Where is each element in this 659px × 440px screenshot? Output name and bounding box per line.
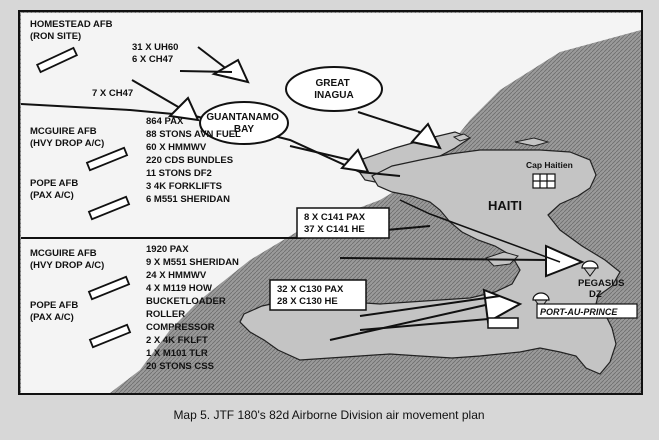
c141-label: 8 X C141 PAX 37 X C141 HE [304,212,368,235]
homestead-label: HOMESTEAD AFB (RON SITE) [30,19,115,42]
pegasus-label: PEGASUS DZ [578,278,627,300]
hispaniola-landmass [239,149,621,375]
arrow-uh60 [197,46,229,71]
arrow-wave-1 [339,257,549,261]
wave-2-load-list: 1920 PAX 9 X M551 SHERIDAN 24 X HMMWV 4 … [146,244,242,372]
arrowhead-wave-1 [545,244,585,278]
wave-2-arrow-box [487,317,519,329]
great-inagua-ellipse [285,66,383,112]
ch47-label: 7 X CH47 [92,88,133,99]
haiti-label: HAITI [488,198,522,213]
arrow-wave-2-shaft-a [359,295,501,317]
c141-box [296,207,390,239]
pope-label-1: POPE AFB (PAX A/C) [30,178,81,201]
arrowhead-inagua-haiti [410,122,442,150]
aircraft-symbol-pope-1 [87,195,131,221]
guantanamo-bay-ellipse [199,101,289,145]
arrow-wave-2-shaft-b [359,317,501,331]
arrow-guantanamo-haiti [289,145,351,161]
aircraft-symbol-mcguire-1 [85,146,129,172]
tortuga-island [514,137,550,147]
helo-lift-label: 31 X UH60 6 X CH47 [132,42,181,65]
mcguire-label-2: MCGUIRE AFB (HVY DROP A/C) [30,248,104,271]
great-inagua-label: GREAT INAGUA [314,78,353,101]
cap-haitien-grid-icon [532,173,556,189]
c130-box [269,279,367,311]
cap-haitien-label: Cap Haitien [526,160,573,170]
port-au-prince-box [536,303,638,319]
map-caption: Map 5. JTF 180's 82d Airborne Division a… [173,408,484,422]
pegasus-parachute-icon [581,260,599,277]
aircraft-symbol-pope-2 [88,323,132,349]
c130-label: 32 X C130 PAX 28 X C130 HE [277,284,346,307]
map-background [21,13,641,393]
arrowhead-ch47-2 [167,96,200,122]
port-au-prince-label: PORT-AU-PRINCE [540,307,618,317]
arrow-c141-leader [399,199,561,263]
arrow-ch47-2 [131,79,181,109]
mcguire-label-1: MCGUIRE AFB (HVY DROP A/C) [30,126,104,149]
small-island [452,133,472,142]
arrow-inagua-haiti [357,111,421,133]
arrow-wave-2 [329,303,491,341]
arrowhead-guantanamo-haiti [340,148,370,174]
aircraft-symbol-homestead [35,46,79,74]
wave-1-load-list: 864 PAX 88 STONS AVN FUEL 60 X HMMWV 220… [146,116,243,205]
pope-label-2: POPE AFB (PAX A/C) [30,300,81,323]
arrow-ch47-1 [179,70,233,73]
guantanamo-bay-label: GUANTANAMO BAY [206,112,281,135]
aircraft-symbol-mcguire-2 [87,275,131,301]
